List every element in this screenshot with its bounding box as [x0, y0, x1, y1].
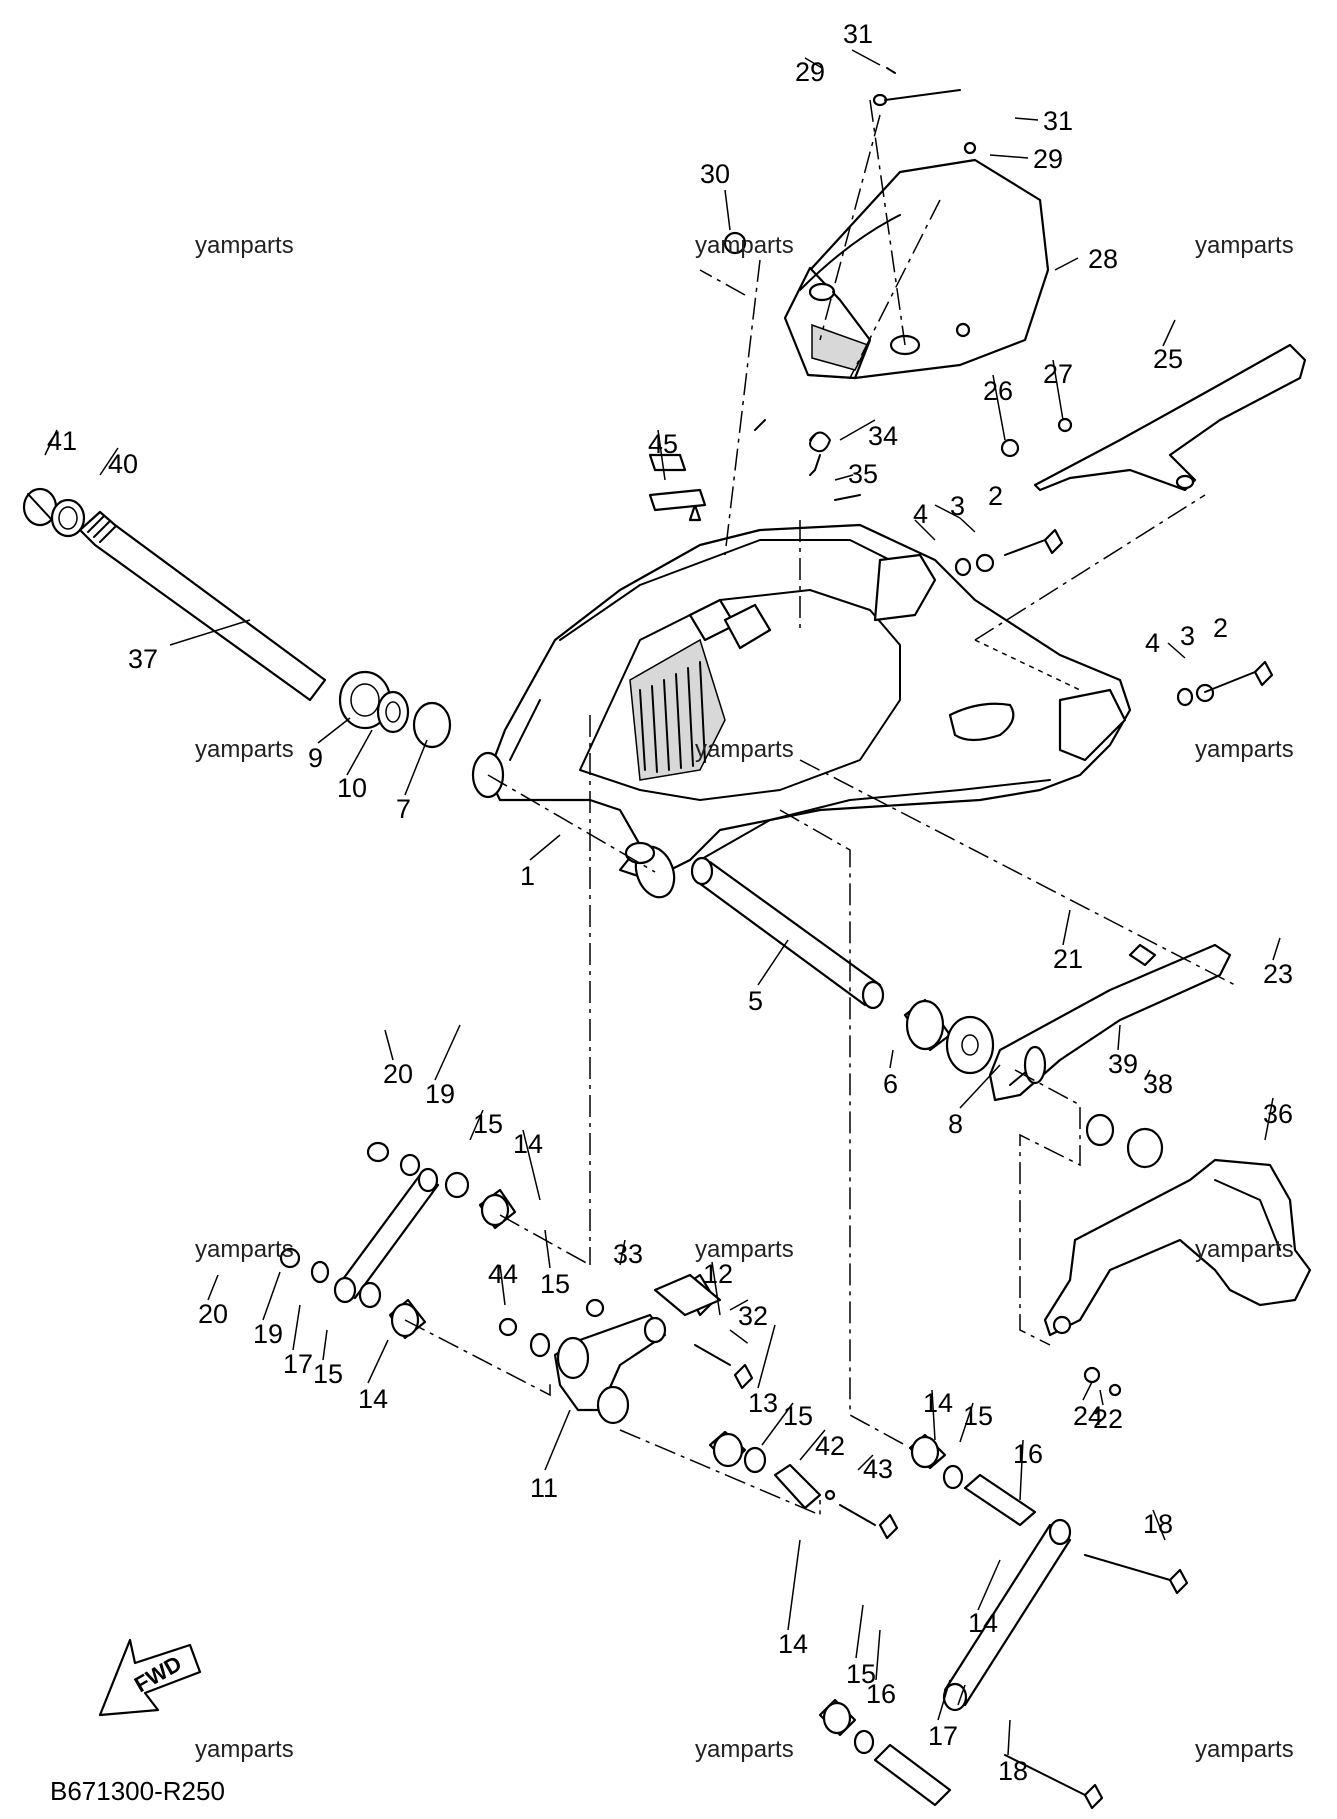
- callout: 20: [198, 1299, 228, 1329]
- connecting-rod-left-part: [333, 1167, 440, 1304]
- callout: 2: [1213, 613, 1228, 643]
- callout: 13: [748, 1388, 778, 1418]
- callout: 40: [108, 449, 138, 479]
- callout-leaders: [44, 49, 1281, 1756]
- callout: 15: [783, 1401, 813, 1431]
- callout: 6: [883, 1069, 898, 1099]
- callout: 17: [928, 1721, 958, 1751]
- callout: 15: [473, 1109, 503, 1139]
- watermark: yamparts: [195, 736, 294, 763]
- callout: 3: [950, 491, 965, 521]
- rear-fender-part: [783, 158, 1050, 380]
- bolts: [648, 67, 1274, 1810]
- callout: 15: [963, 1401, 993, 1431]
- callout: 2: [988, 481, 1003, 511]
- callout: 16: [1013, 1439, 1043, 1469]
- callout: 4: [1145, 628, 1160, 658]
- callout: 20: [383, 1059, 413, 1089]
- callout: 1: [520, 861, 535, 891]
- connecting-rod-right-part: [942, 1518, 1072, 1712]
- callout: 17: [283, 1349, 313, 1379]
- relay-arm-part: [553, 1313, 667, 1425]
- watermark: yamparts: [695, 232, 794, 259]
- leader-lines: [404, 99, 1236, 1706]
- callout: 18: [998, 1756, 1028, 1786]
- callout: 31: [1043, 106, 1073, 136]
- callout: 21: [1053, 944, 1083, 974]
- watermark: yamparts: [1195, 736, 1294, 763]
- callout: 31: [843, 19, 873, 49]
- callout: 16: [866, 1679, 896, 1709]
- callout: 33: [613, 1239, 643, 1269]
- watermarks: yamparts yamparts yamparts yamparts yamp…: [195, 232, 1294, 1763]
- callout: 15: [540, 1269, 570, 1299]
- callout: 35: [848, 459, 878, 489]
- callout: 24: [1073, 1401, 1103, 1431]
- watermark: yamparts: [695, 1236, 794, 1263]
- callout: 12: [703, 1259, 733, 1289]
- callout: 29: [795, 57, 825, 87]
- callout: 11: [530, 1473, 558, 1503]
- callout: 8: [948, 1109, 963, 1139]
- callout: 28: [1088, 244, 1118, 274]
- swingarm-part: [471, 523, 1132, 899]
- callout: 5: [748, 986, 763, 1016]
- plate-12-part: [653, 1273, 722, 1317]
- callout: 15: [313, 1359, 343, 1389]
- fwd-arrow-icon: FWD: [98, 1638, 202, 1717]
- callout: 37: [128, 644, 158, 674]
- callout: 22: [1093, 1404, 1123, 1434]
- bearing-washer-parts: [903, 998, 995, 1075]
- watermark: yamparts: [195, 1236, 294, 1263]
- callout: 10: [337, 773, 367, 803]
- watermark: yamparts: [695, 736, 794, 763]
- callout: 14: [923, 1388, 953, 1418]
- watermark: yamparts: [195, 232, 294, 259]
- callout: 7: [396, 794, 411, 824]
- watermark: yamparts: [1195, 232, 1294, 259]
- callout: 9: [308, 743, 323, 773]
- pivot-shaft-part: [22, 487, 452, 749]
- callout: 32: [738, 1301, 768, 1331]
- watermark: yamparts: [195, 1736, 294, 1763]
- callout: 39: [1108, 1049, 1138, 1079]
- callout: 15: [846, 1659, 876, 1689]
- callout: 14: [358, 1384, 388, 1414]
- upper-chain-guard-part: [1000, 343, 1307, 492]
- spring-part: [809, 431, 831, 476]
- watermark: yamparts: [695, 1736, 794, 1763]
- callout: 19: [425, 1079, 455, 1109]
- callout: 23: [1263, 959, 1293, 989]
- chain-guard-part: [988, 943, 1232, 1169]
- callout: 27: [1043, 359, 1073, 389]
- callout: 3: [1180, 621, 1195, 651]
- label-45-part: [648, 488, 707, 512]
- callout: 14: [513, 1129, 543, 1159]
- callout: 29: [1033, 144, 1063, 174]
- guard-part: [1043, 1158, 1312, 1337]
- callout: 34: [868, 421, 898, 451]
- diagram-code: B671300-R250: [50, 1776, 225, 1806]
- callout: 43: [863, 1454, 893, 1484]
- callout: 14: [968, 1608, 998, 1638]
- callout-numbers: 1 2 2 3 3 4 4 5 6 7 8 9 10 11 12 13 14 1…: [47, 19, 1293, 1786]
- watermark: yamparts: [1195, 1236, 1294, 1263]
- collar-part: [690, 856, 885, 1010]
- callout: 30: [700, 159, 730, 189]
- watermark: yamparts: [1195, 1736, 1294, 1763]
- callout: 14: [778, 1629, 808, 1659]
- callout: 25: [1153, 344, 1183, 374]
- callout: 45: [648, 429, 678, 459]
- callout: 19: [253, 1319, 283, 1349]
